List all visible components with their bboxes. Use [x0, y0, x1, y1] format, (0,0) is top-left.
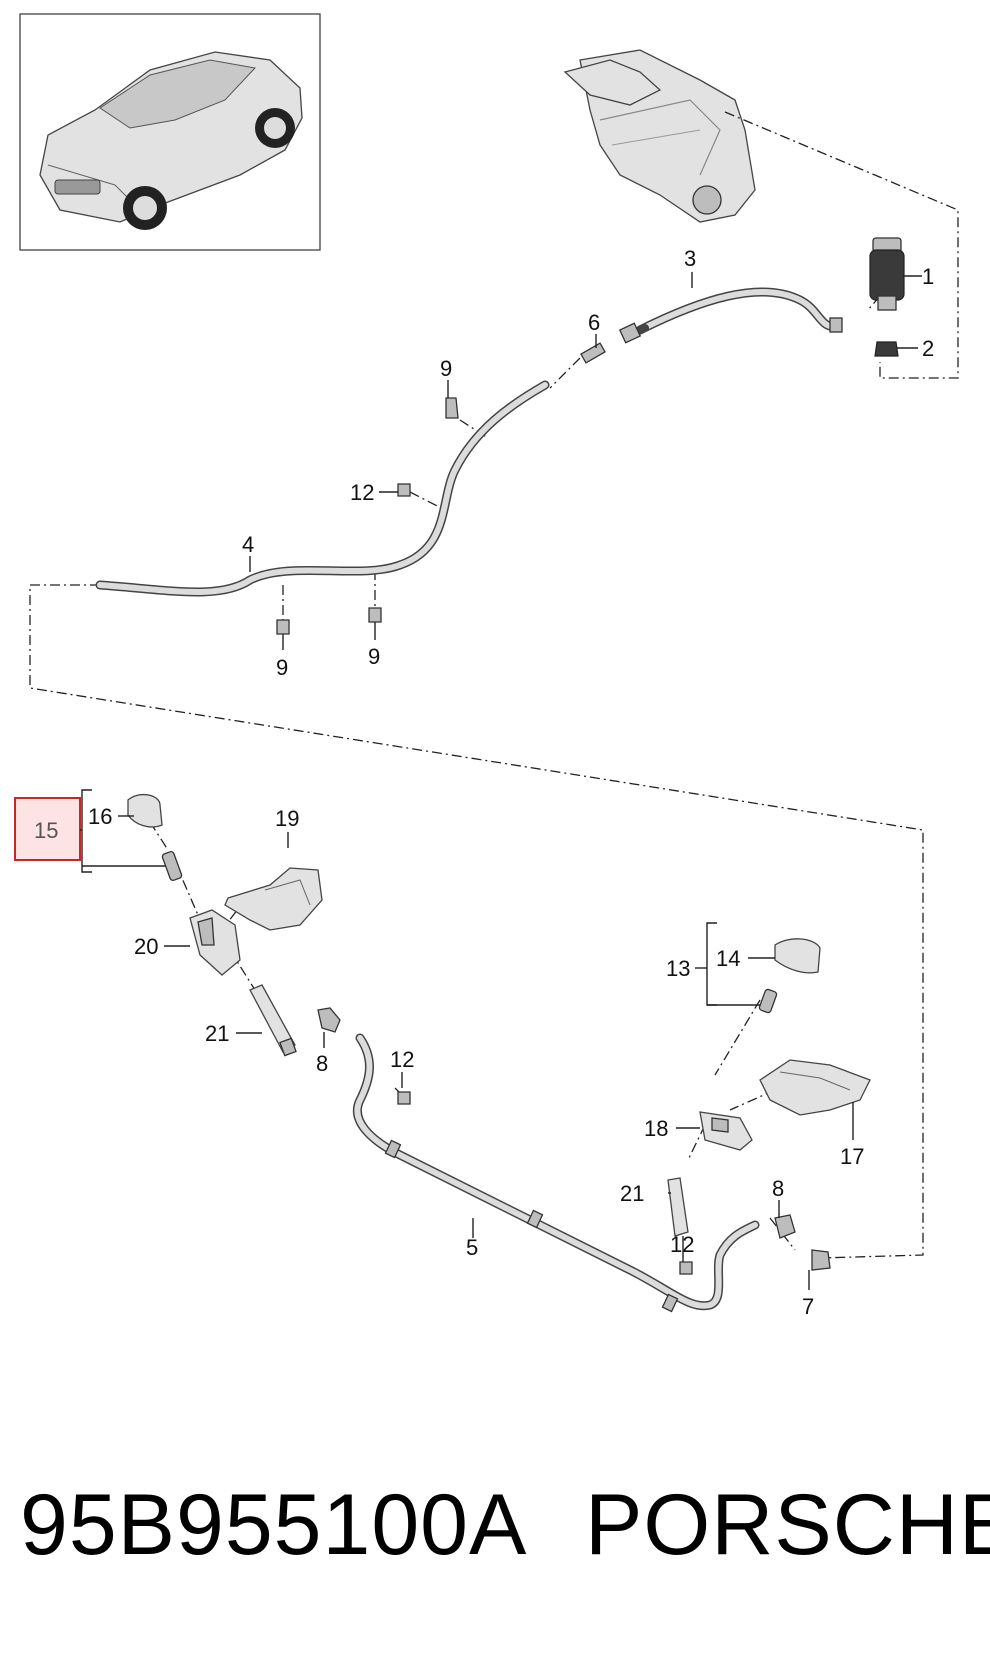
connector-8b — [774, 1214, 796, 1239]
callout-15: 15 — [34, 818, 58, 843]
callout-18: 18 — [644, 1116, 668, 1141]
callout-2: 2 — [922, 336, 934, 361]
leader-lines — [118, 272, 922, 1290]
callout-8a: 8 — [316, 1051, 328, 1076]
callout-20: 20 — [134, 934, 158, 959]
callout-9b: 9 — [276, 655, 288, 680]
callout-9a: 9 — [440, 356, 452, 381]
callout-8b: 8 — [772, 1176, 784, 1201]
callout-15-highlight — [14, 797, 81, 861]
callout-12c: 12 — [670, 1232, 694, 1257]
cover-cap-14 — [774, 938, 821, 974]
car-icon — [39, 51, 303, 230]
callout-16: 16 — [88, 804, 112, 829]
callout-9c: 9 — [368, 644, 380, 669]
bracket-19 — [224, 867, 323, 931]
washer-pump — [869, 237, 905, 311]
nozzle-left — [161, 850, 183, 882]
connector-7 — [811, 1249, 831, 1271]
callout-14: 14 — [716, 946, 740, 971]
callout-7: 7 — [802, 1294, 814, 1319]
callout-labels: 1 2 3 6 9 12 4 9 9 16 15 19 20 21 8 12 5… — [34, 246, 934, 1319]
grommet — [874, 341, 899, 357]
callout-21b: 21 — [620, 1181, 644, 1206]
callout-17: 17 — [840, 1144, 864, 1169]
callout-12a: 12 — [350, 480, 374, 505]
hose-3 — [618, 287, 843, 344]
callout-1: 1 — [922, 264, 934, 289]
hose-5 — [352, 1033, 760, 1313]
clip-12b — [397, 1091, 411, 1105]
washer-reservoir — [563, 49, 756, 223]
cylinder-21-right — [667, 1177, 689, 1237]
callout-19: 19 — [275, 806, 299, 831]
callout-3: 3 — [684, 246, 696, 271]
connector-6 — [580, 342, 606, 364]
part-number: 95B955100A — [20, 1477, 528, 1573]
clip-12c — [679, 1261, 693, 1275]
callout-21a: 21 — [205, 1021, 229, 1046]
cover-cap-16 — [127, 793, 163, 828]
brand-name: PORSCHE — [585, 1477, 990, 1573]
nozzle-right — [758, 988, 778, 1014]
footer: 95B955100A PORSCHE — [0, 1475, 990, 1595]
clip-12a — [397, 483, 411, 497]
holder-20 — [189, 909, 241, 976]
connector-8a — [317, 1007, 341, 1033]
callout-5: 5 — [466, 1235, 478, 1260]
clip-9c — [368, 607, 382, 623]
hose-4 — [95, 380, 550, 597]
callout-12b: 12 — [390, 1047, 414, 1072]
callout-6: 6 — [588, 310, 600, 335]
vehicle-thumbnail — [19, 13, 321, 251]
callout-4: 4 — [242, 532, 254, 557]
clip-9b — [276, 619, 290, 635]
callout-13: 13 — [666, 956, 690, 981]
bracket-17 — [759, 1059, 871, 1116]
holder-18 — [699, 1111, 753, 1151]
clip-9a — [445, 397, 459, 419]
cylinder-21-left — [249, 984, 297, 1057]
